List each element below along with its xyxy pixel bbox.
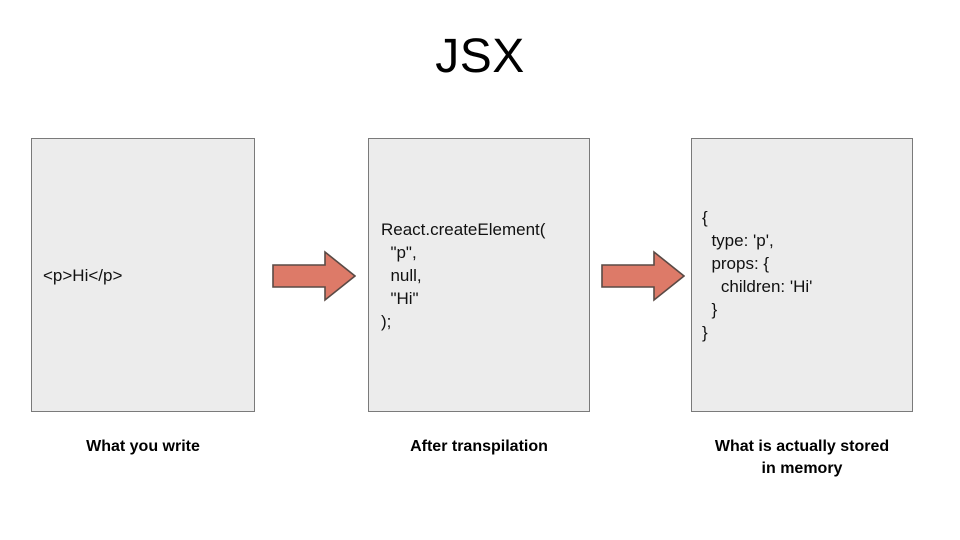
arrow-right-icon — [272, 248, 356, 304]
code-panel-what-you-write: <p>Hi</p> — [31, 138, 255, 412]
pipeline-diagram: <p>Hi</p> React.createElement( "p", null… — [0, 138, 960, 413]
code-block-create-element: React.createElement( "p", null, "Hi" ); — [381, 219, 546, 331]
page-title: JSX — [435, 30, 525, 83]
arrow-right-icon — [601, 248, 685, 304]
caption-stored-in-memory: What is actually stored in memory — [714, 438, 890, 477]
code-block-jsx: <p>Hi</p> — [43, 265, 123, 285]
code-panel-stored-in-memory: { type: 'p', props: { children: 'Hi' } } — [691, 138, 913, 412]
caption-after-transpilation: After transpilation — [410, 438, 548, 455]
caption-what-you-write: What you write — [86, 438, 200, 455]
code-panel-after-transpilation: React.createElement( "p", null, "Hi" ); — [368, 138, 590, 412]
code-block-react-element-object: { type: 'p', props: { children: 'Hi' } } — [702, 208, 813, 342]
